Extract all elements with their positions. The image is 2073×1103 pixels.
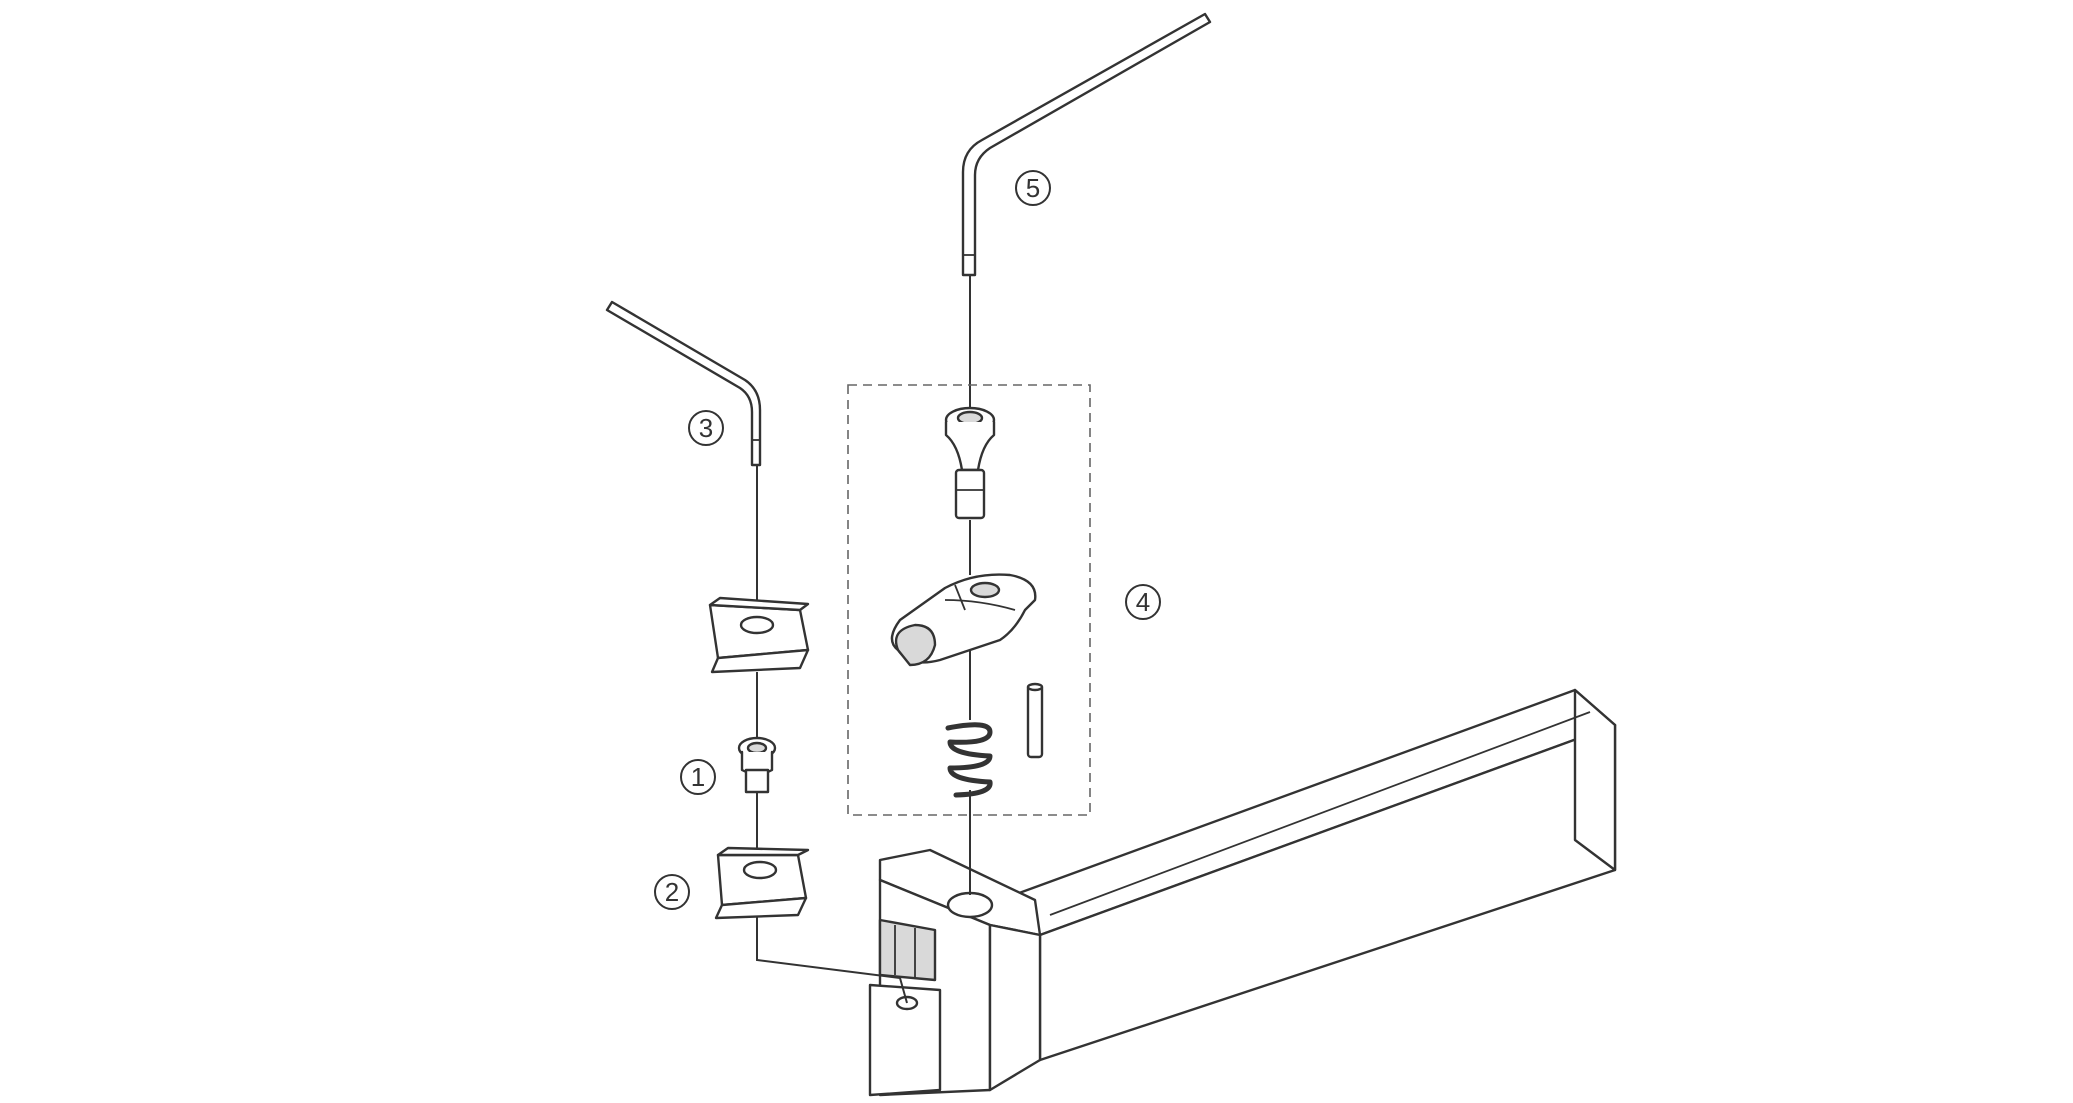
svg-text:1: 1 — [691, 762, 705, 792]
hex-key-right — [961, 12, 1212, 277]
clamp — [890, 573, 1037, 667]
pin — [1026, 682, 1044, 759]
shim-top — [708, 596, 810, 674]
callout-2: 2 — [654, 874, 690, 910]
svg-text:2: 2 — [665, 877, 679, 907]
hex-key-left — [605, 300, 762, 467]
svg-text:4: 4 — [1136, 587, 1150, 617]
svg-text:5: 5 — [1026, 173, 1040, 203]
callout-1: 1 — [680, 759, 716, 795]
callout-5: 5 — [1015, 170, 1051, 206]
shim-bottom — [714, 846, 810, 920]
tool-holder — [868, 688, 1617, 1097]
callout-3: 3 — [688, 410, 724, 446]
shim-screw — [737, 736, 777, 794]
svg-text:3: 3 — [699, 413, 713, 443]
clamp-screw — [944, 406, 996, 520]
callout-4: 4 — [1125, 584, 1161, 620]
spring — [945, 722, 993, 798]
clamp-kit-group-box — [847, 384, 1091, 816]
